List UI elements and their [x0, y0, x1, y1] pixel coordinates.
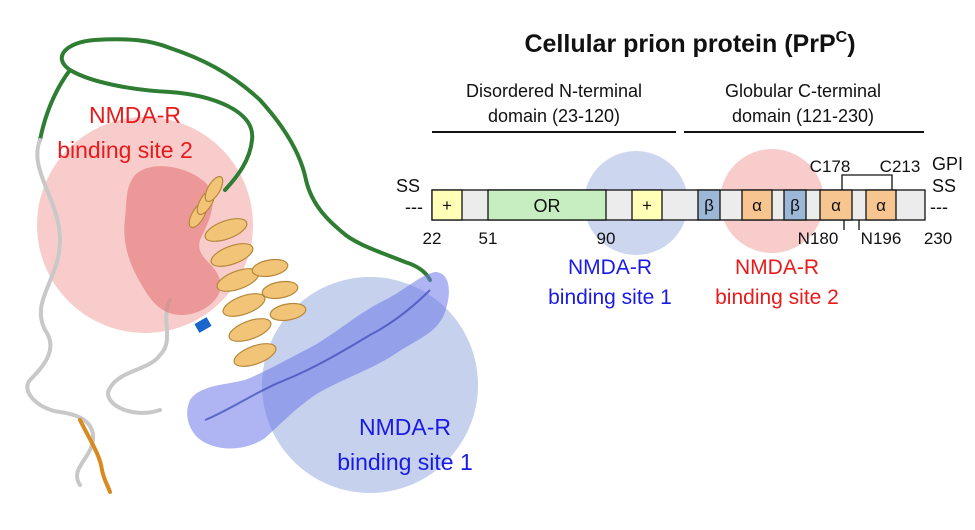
c178-label: C178 — [810, 157, 851, 176]
n196-label: N196 — [861, 229, 902, 248]
structure-site1-label-line1: NMDA-R — [359, 414, 451, 440]
dash-right: --- — [930, 197, 948, 217]
title-superscript: C — [836, 29, 848, 46]
site2-surface — [124, 166, 221, 316]
ss-left-label: SS — [396, 176, 420, 196]
c213-label: C213 — [880, 157, 921, 176]
structure-site2-label-line1: NMDA-R — [89, 102, 181, 128]
alpha-box-3 — [865, 189, 897, 221]
green-coil — [59, 37, 432, 282]
n-terminal-label-line2: domain (23-120) — [488, 106, 620, 126]
bar-site1-label-line1: NMDA-R — [568, 256, 652, 279]
plus-box-1-label: + — [442, 196, 452, 215]
alpha-box-3-label: α — [876, 196, 886, 215]
beta-box-2-label: β — [790, 196, 800, 215]
site1-surface — [187, 272, 449, 449]
disulfide-bridge — [841, 174, 893, 190]
residue-22: 22 — [423, 229, 442, 248]
orange-tail — [78, 418, 112, 494]
plus-box-1 — [431, 189, 463, 221]
alpha-box-1 — [741, 189, 773, 221]
title-main: Cellular prion protein (PrP — [524, 30, 835, 58]
ss-right-label: SS — [932, 176, 956, 196]
n180-label: N180 — [798, 229, 839, 248]
c-terminal-label-line1: Globular C-terminal — [725, 81, 881, 101]
alpha-helix-2 — [204, 218, 277, 367]
or-box-label: OR — [534, 196, 561, 216]
gray-coil-2 — [106, 298, 172, 415]
alpha-helix-1 — [188, 175, 224, 229]
structure-site1-label-line2: binding site 1 — [337, 449, 473, 475]
title-close: ) — [847, 30, 855, 58]
residue-230: 230 — [924, 229, 952, 248]
site1-backbone — [204, 289, 431, 421]
structure-site2-label-line2: binding site 2 — [57, 137, 193, 163]
n-terminal-label-line1: Disordered N-terminal — [466, 81, 642, 101]
beta-strand — [194, 317, 212, 333]
protein-structure: NMDA-R binding site 2 NMDA-R binding sit… — [25, 37, 478, 494]
alpha-helix-3 — [251, 258, 307, 322]
alpha-box-1-label: α — [752, 196, 762, 215]
beta-box-2 — [783, 189, 807, 221]
gpi-label: GPI — [932, 154, 963, 174]
alpha-box-2-label: α — [831, 196, 841, 215]
or-box — [487, 189, 607, 221]
residue-51: 51 — [479, 229, 498, 248]
bar-site2-label-line2: binding site 2 — [715, 286, 839, 309]
plus-box-2 — [631, 189, 663, 221]
bar-site1-label-line2: binding site 1 — [548, 286, 672, 309]
residue-90: 90 — [597, 229, 616, 248]
c-terminal-label-line2: domain (121-230) — [732, 106, 874, 126]
bar-site2-label-line1: NMDA-R — [735, 256, 819, 279]
beta-box-1-label: β — [704, 196, 714, 215]
alpha-box-2 — [819, 189, 853, 221]
figure-title: Cellular prion protein (PrPC) — [524, 29, 855, 58]
domain-schematic: Cellular prion protein (PrPC) Disordered… — [396, 29, 963, 309]
beta-box-1 — [697, 189, 721, 221]
dash-left: --- — [405, 197, 423, 217]
green-coil-2 — [38, 68, 72, 142]
plus-box-2-label: + — [642, 196, 652, 215]
